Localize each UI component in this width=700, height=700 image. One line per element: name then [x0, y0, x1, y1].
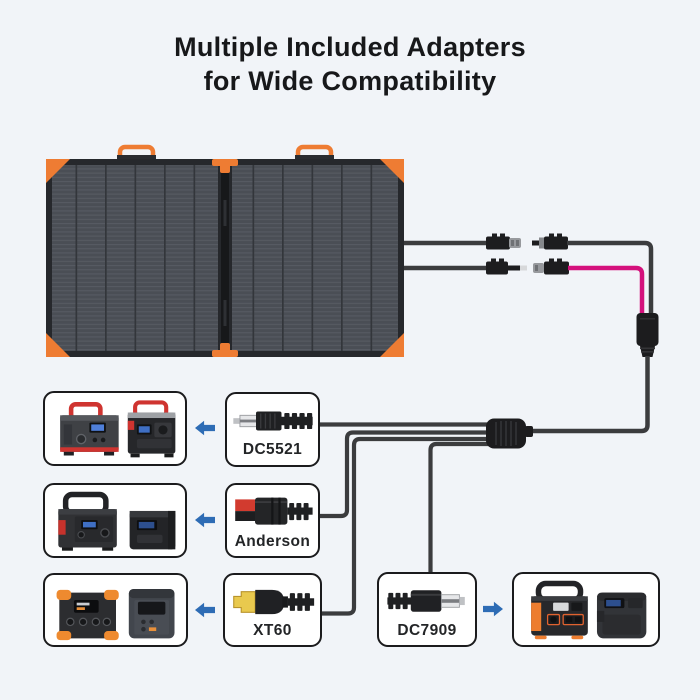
title-line-2: for Wide Compatibility [203, 66, 497, 96]
arrow-left-icon [195, 420, 217, 436]
compat-box-anderson [43, 483, 187, 558]
adapter-label-dc7909: DC7909 [397, 622, 457, 639]
adapter-box-anderson: Anderson [225, 483, 320, 558]
cable-to-anderson [305, 430, 492, 519]
cable-solar-dark [567, 240, 654, 316]
adapter-label-xt60: XT60 [253, 621, 292, 639]
adapter-label-anderson: Anderson [234, 533, 311, 550]
anderson-plug-icon [234, 497, 313, 525]
dc7909-plug-icon [387, 590, 465, 612]
xt60-plug-icon [232, 589, 314, 614]
cable-trunk [524, 356, 650, 434]
splitter-output-cables [305, 422, 492, 616]
power-stations-red-icon [60, 399, 176, 457]
adapter-box-dc7909: DC7909 [377, 572, 477, 647]
arrow-left-icon [195, 512, 217, 528]
cable-solar-magenta [568, 265, 645, 316]
dc-barrel-connector-icon [636, 313, 659, 357]
arrow-left-icon [195, 602, 217, 618]
power-stations-orange-icon [56, 588, 175, 641]
title-line-1: Multiple Included Adapters [174, 32, 526, 62]
adapter-box-xt60: XT60 [223, 573, 322, 647]
adapter-label-dc5521: DC5521 [242, 441, 303, 458]
adapter-box-dc5521: DC5521 [225, 392, 320, 467]
compat-box-xt60 [43, 573, 188, 647]
mc4-connector-pair-bottom-icon [486, 258, 569, 275]
compat-box-dc5521 [43, 391, 187, 466]
compat-box-dc7909 [512, 572, 660, 647]
cable-to-xt60 [308, 436, 492, 616]
power-stations-dark-icon [58, 491, 176, 551]
dc5521-plug-icon [232, 411, 313, 431]
page-title: Multiple Included Adapters for Wide Comp… [0, 30, 700, 98]
panel-output-cables [404, 240, 487, 271]
arrow-right-icon [483, 601, 505, 617]
foldable-solar-panel-icon [46, 159, 404, 357]
power-stations-black-orange-icon [531, 580, 647, 639]
four-way-splitter-icon [486, 418, 533, 449]
mc4-connector-pair-top-icon [486, 233, 568, 250]
cable-to-dc7909 [428, 441, 492, 582]
